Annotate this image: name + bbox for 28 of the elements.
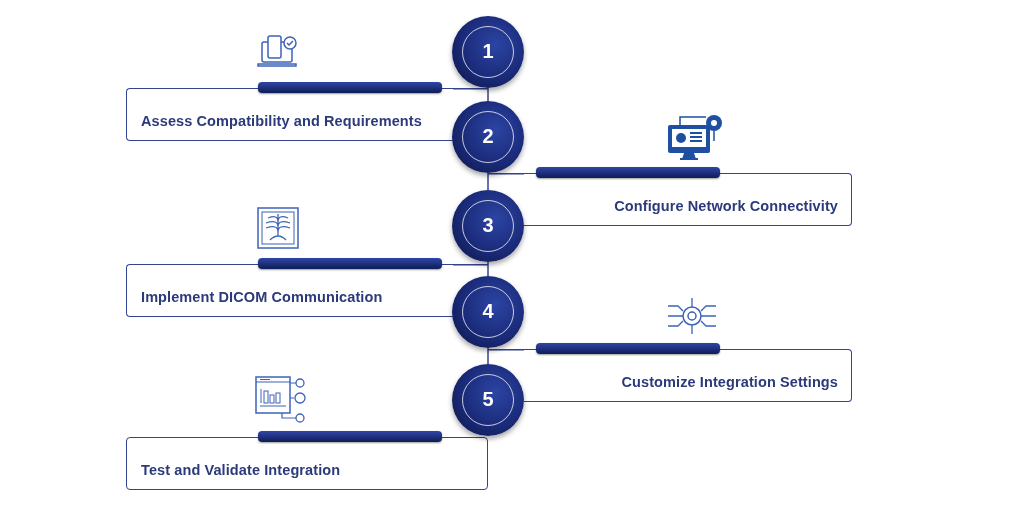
step-box: [126, 437, 488, 490]
step-box: [524, 349, 852, 402]
connector-line: [452, 264, 489, 266]
connector-line: [487, 261, 489, 277]
step-number: 2: [481, 125, 495, 148]
connector-line: [487, 172, 489, 191]
step-number-circle: [452, 276, 524, 348]
step-number-circle: [452, 16, 524, 88]
connector-line: [487, 87, 489, 102]
step-number-circle: [452, 364, 524, 436]
step-title: Assess Compatibility and Requirements: [141, 113, 422, 129]
step-title: Test and Validate Integration: [141, 462, 341, 478]
step-box: [524, 173, 852, 226]
step-number: 1: [481, 40, 495, 63]
step-number-circle: [452, 190, 524, 262]
step-title: Implement DICOM Communication: [141, 289, 383, 305]
connector-line: [487, 349, 525, 351]
step-number: 5: [481, 388, 495, 411]
step-box: [126, 264, 453, 317]
step-title: Customize Integration Settings: [621, 374, 838, 390]
connector-line: [487, 347, 489, 365]
step-box: [126, 88, 453, 141]
step-number: 4: [481, 300, 495, 323]
step-number: 3: [481, 214, 495, 237]
connector-line: [487, 173, 525, 175]
step-number-circle: [452, 101, 524, 173]
step-title: Configure Network Connectivity: [614, 198, 838, 214]
connector-line: [452, 88, 489, 90]
